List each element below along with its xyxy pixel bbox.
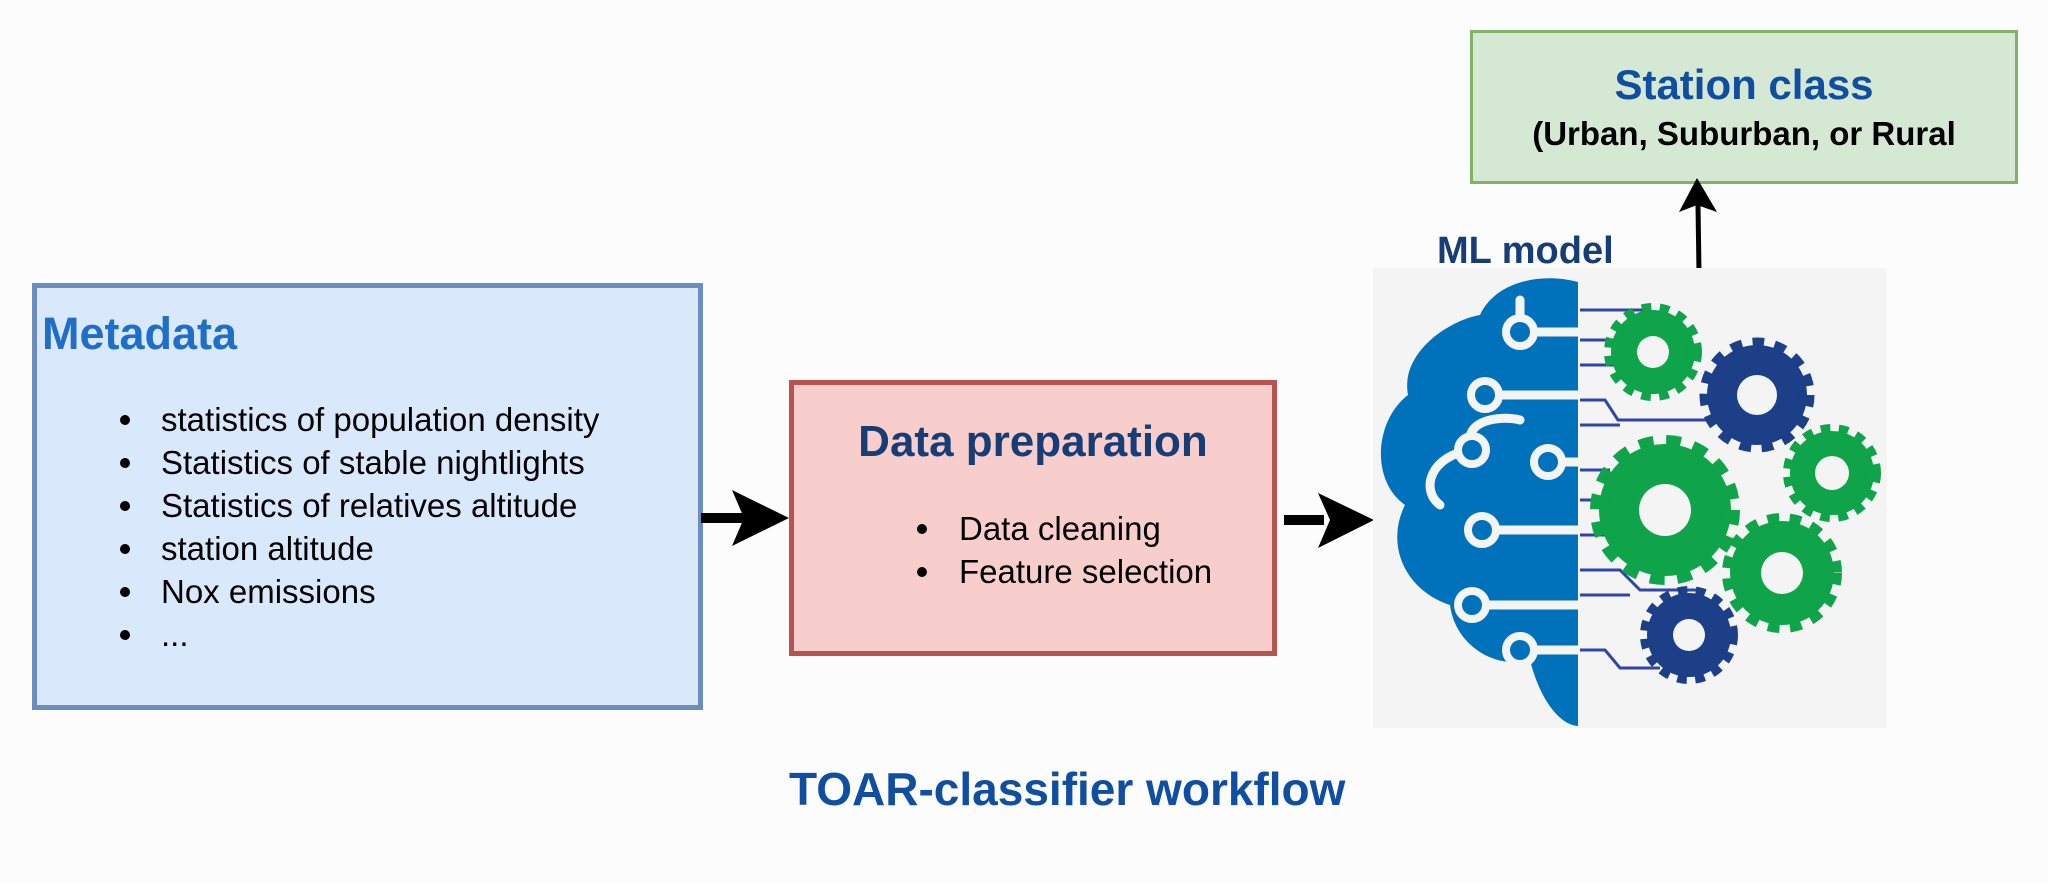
data-preparation-item: Feature selection [916,550,1212,593]
metadata-item: Statistics of relatives altitude [119,484,599,527]
metadata-item: Statistics of stable nightlights [119,441,599,484]
metadata-item: statistics of population density [119,398,599,441]
metadata-item: ... [119,613,599,656]
arrow-up-icon [1679,178,1717,273]
metadata-title: Metadata [42,308,238,359]
gear-icon [1604,303,1702,401]
station-class-subtitle: (Urban, Suburban, or Rural [1532,115,1956,152]
ml-model-label: ML model [1437,230,1614,272]
data-preparation-item: Data cleaning [916,507,1212,550]
station-class-box: Station class (Urban, Suburban, or Rural [1470,30,2018,184]
gear-icon [1640,586,1738,684]
metadata-list: statistics of population density Statist… [119,398,599,656]
station-class-title: Station class [1614,61,1874,108]
diagram-caption: TOAR-classifier workflow [789,763,1346,815]
arrow-right-icon [1284,493,1374,548]
brain-gears-icon [1373,268,1887,728]
gear-icon [1783,424,1881,522]
metadata-item: station altitude [119,527,599,570]
gear-icon [1590,435,1740,585]
data-preparation-title: Data preparation [858,417,1208,466]
arrow-right-icon [701,490,789,546]
data-preparation-list: Data cleaning Feature selection [916,507,1212,593]
metadata-item: Nox emissions [119,570,599,613]
metadata-box: Metadata statistics of population densit… [32,283,703,710]
data-preparation-box: Data preparation Data cleaning Feature s… [789,380,1277,656]
gear-icon [1699,337,1815,453]
gear-icon [1722,513,1842,633]
